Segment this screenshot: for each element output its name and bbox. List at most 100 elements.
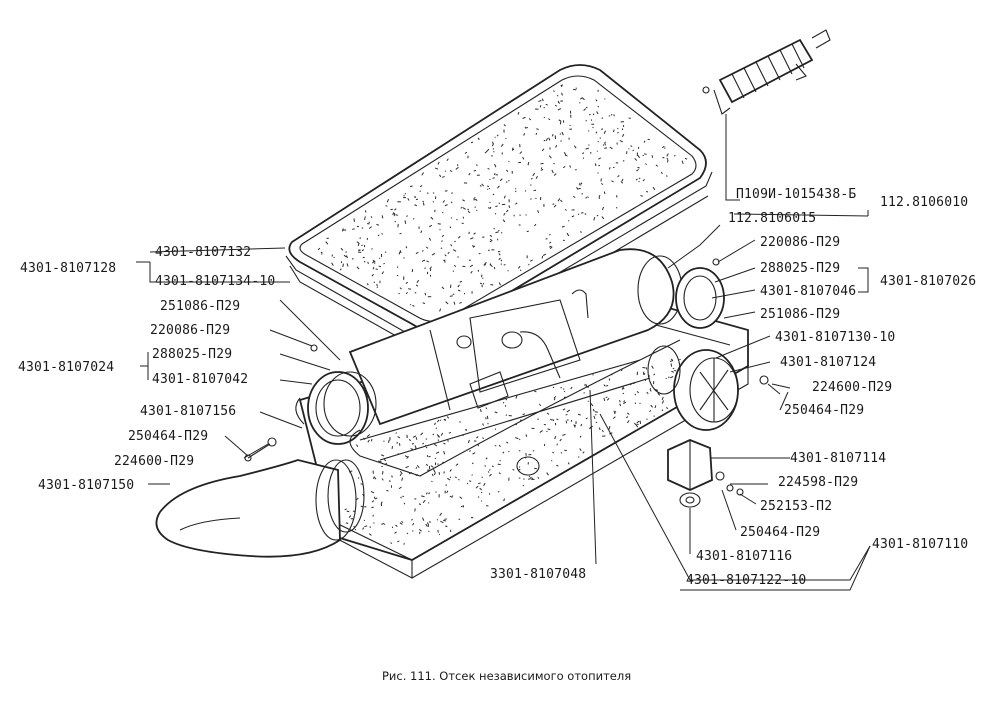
texture-speck: [375, 268, 378, 270]
texture-speck: [579, 435, 582, 438]
texture-speck: [468, 231, 470, 235]
texture-speck: [593, 216, 596, 221]
texture-speck: [551, 133, 554, 137]
texture-speck: [534, 223, 537, 227]
texture-speck: [597, 89, 599, 92]
texture-speck: [552, 203, 555, 205]
texture-speck: [600, 183, 604, 186]
texture-speck: [526, 255, 528, 259]
texture-speck: [467, 155, 469, 159]
texture-speck: [484, 465, 487, 467]
label-4301-8107124: 4301-8107124: [780, 355, 876, 370]
texture-speck: [398, 486, 402, 490]
texture-speck: [622, 387, 625, 390]
texture-speck: [617, 174, 620, 178]
texture-speck: [437, 436, 441, 438]
texture-speck: [598, 197, 600, 199]
texture-speck: [402, 495, 405, 497]
texture-speck: [356, 266, 360, 270]
texture-speck: [577, 456, 580, 458]
texture-speck: [527, 462, 529, 465]
texture-speck: [634, 393, 636, 396]
texture-speck: [386, 199, 389, 203]
texture-speck: [388, 480, 391, 482]
texture-speck: [371, 506, 374, 509]
texture-speck: [397, 540, 400, 543]
texture-speck: [522, 484, 524, 487]
texture-speck: [434, 209, 436, 213]
texture-speck: [636, 152, 638, 156]
texture-speck: [459, 421, 461, 423]
texture-speck: [476, 209, 478, 212]
texture-speck: [597, 172, 599, 174]
texture-speck: [492, 177, 495, 179]
texture-speck: [399, 522, 403, 525]
texture-speck: [429, 466, 431, 470]
texture-speck: [415, 437, 418, 440]
texture-speck: [378, 265, 382, 268]
texture-speck: [458, 479, 460, 481]
texture-speck: [439, 174, 442, 178]
texture-speck: [489, 264, 493, 267]
texture-speck: [654, 389, 659, 391]
texture-speck: [403, 195, 405, 197]
texture-speck: [486, 505, 489, 507]
texture-speck: [543, 116, 546, 119]
texture-speck: [493, 227, 495, 230]
texture-speck: [449, 469, 452, 472]
texture-speck: [620, 181, 624, 184]
texture-speck: [364, 244, 366, 248]
texture-speck: [553, 398, 556, 401]
texture-speck: [561, 92, 563, 96]
texture-speck: [670, 363, 673, 367]
texture-speck: [397, 201, 401, 203]
texture-speck: [462, 199, 465, 202]
texture-speck: [629, 382, 633, 386]
texture-speck: [491, 465, 494, 468]
texture-speck: [482, 277, 484, 279]
label-220086-p29-right: 220086-П29: [760, 235, 840, 250]
texture-speck: [583, 157, 585, 159]
texture-speck: [601, 216, 605, 220]
texture-speck: [393, 212, 396, 217]
texture-speck: [647, 138, 650, 140]
texture-speck: [517, 265, 521, 269]
texture-speck: [661, 409, 664, 412]
texture-speck: [481, 284, 483, 288]
texture-speck: [427, 469, 430, 471]
texture-speck: [333, 256, 335, 259]
texture-speck: [574, 424, 577, 427]
texture-speck: [371, 248, 373, 250]
texture-speck: [463, 182, 468, 184]
texture-speck: [508, 199, 510, 203]
texture-speck: [427, 502, 430, 504]
texture-speck: [519, 144, 521, 148]
texture-speck: [666, 175, 668, 177]
texture-speck: [642, 154, 644, 157]
texture-speck: [370, 438, 373, 442]
texture-speck: [684, 157, 688, 160]
texture-speck: [645, 367, 647, 370]
texture-speck: [532, 450, 535, 452]
texture-speck: [366, 237, 368, 240]
texture-speck: [437, 419, 440, 423]
texture-speck: [477, 269, 479, 272]
texture-speck: [356, 225, 360, 228]
texture-speck: [447, 477, 451, 481]
texture-speck: [561, 131, 564, 136]
texture-speck: [437, 463, 439, 465]
texture-speck: [373, 281, 376, 284]
texture-speck: [643, 140, 646, 143]
texture-speck: [601, 429, 604, 433]
texture-speck: [546, 412, 550, 415]
texture-speck: [385, 251, 387, 253]
texture-speck: [467, 210, 471, 214]
texture-speck: [497, 463, 501, 466]
texture-speck: [385, 205, 388, 207]
texture-speck: [563, 388, 565, 390]
texture-speck: [528, 478, 531, 480]
texture-speck: [547, 428, 551, 431]
texture-speck: [604, 142, 606, 146]
texture-speck: [548, 241, 552, 244]
texture-speck: [587, 196, 589, 199]
